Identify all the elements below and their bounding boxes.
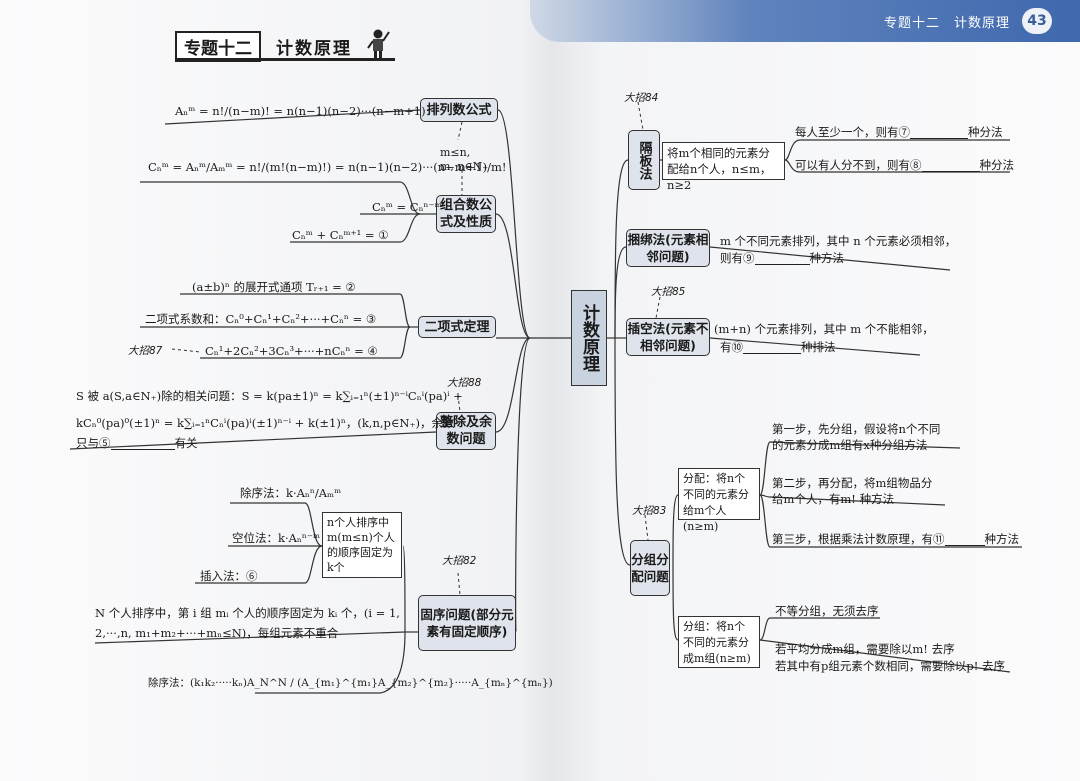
- comb-formula: Cₙᵐ = Aₙᵐ/Aₘᵐ = n!/(m!(n−m)!) = n(n−1)(n…: [148, 160, 507, 174]
- tag-85: 大招85: [651, 286, 686, 298]
- fixed-order-node: 固序问题(部分元素有固定顺序): [418, 595, 516, 651]
- perm-condition: m≤n,: [440, 146, 471, 159]
- center-node: 计数原理: [571, 290, 607, 386]
- perm-condition-2: m, n∈N₊: [440, 160, 489, 173]
- fixed-method-1: 除序法：k·Aₙⁿ/Aₘᵐ: [240, 486, 342, 500]
- bundle-line-1: m 个不同元素排列，其中 n 个元素必须相邻，: [720, 234, 957, 248]
- binom-coefficient-sum: 二项式系数和：Cₙ⁰+Cₙ¹+Cₙ²+···+Cₙⁿ = ③: [145, 312, 377, 326]
- bundle-line-2-pre: 则有⑨: [720, 251, 755, 265]
- header-underline: [175, 58, 395, 61]
- separator-case-a-pre: 每人至少一个，则有⑦: [795, 125, 910, 139]
- fixed-general-1: N 个人排序中，第 i 组 mᵢ 个人的顺序固定为 kᵢ 个，(i = 1,: [95, 606, 400, 620]
- comb-property-2: Cₙᵐ + Cₙᵐ⁺¹ = ①: [292, 228, 389, 242]
- comb-node: 组合数公式及性质: [436, 195, 496, 233]
- grouping-case-2: 若平均分成m组，需要除以m! 去序: [775, 642, 955, 656]
- fixed-order-box: n个人排序中 m(m≤n)个人的顺序固定为k个: [322, 512, 402, 578]
- fixed-method-2: 空位法：k·Aₙⁿ⁻ᵐ: [232, 531, 321, 545]
- fixed-method-3: 插入法：⑥: [200, 569, 258, 583]
- top-right-label: 专题十二 计数原理: [883, 16, 1010, 31]
- bundle-node: 捆绑法(元素相邻问题): [626, 229, 710, 267]
- tag-84: 大招84: [624, 92, 659, 104]
- remainder-line-3-a: 只与⑤: [76, 436, 111, 450]
- blank-9[interactable]: [754, 253, 810, 265]
- insertion-line-1: (m+n) 个元素排列，其中 m 个不能相邻，: [714, 322, 934, 336]
- insertion-line-2-post: 种排法: [801, 340, 836, 354]
- step-3: 第三步，根据乘法计数原理，有⑪ 种方法: [772, 532, 1019, 546]
- remainder-line-3: 只与⑤ 有关: [76, 436, 198, 450]
- remainder-line-2: kCₙ⁰(pa)⁰(±1)ⁿ = k∑ᵢ₌₁ⁿCₙⁱ(pa)ⁱ(±1)ⁿ⁻ⁱ +…: [76, 416, 455, 430]
- perm-formula: Aₙᵐ = n!/(n−m)! = n(n−1)(n−2)···(n−m+1): [175, 104, 426, 118]
- fixed-general-2: 2,···,n, m₁+m₂+···+mₙ≤N)，每组元素不重合: [95, 626, 339, 640]
- binom-weighted-sum: Cₙ¹+2Cₙ²+3Cₙ³+···+nCₙⁿ = ④: [205, 344, 378, 358]
- mascot-icon: [367, 29, 390, 60]
- tag-82: 大招82: [442, 555, 477, 567]
- separator-case-b-post: 种分法: [979, 158, 1015, 172]
- remainder-line-1: S 被 a(S,a∈N₊)除的相关问题：S = k(pa±1)ⁿ = k∑ᵢ₌₁…: [76, 389, 463, 403]
- separator-case-a-post: 种分法: [968, 125, 1003, 139]
- fixed-general-3: 除序法：(k₁k₂·····kₙ)A_N^N / (A_{m₁}^{m₁}A_{…: [148, 677, 553, 689]
- grouping-case-3: 若其中有p组元素个数相同，需要除以p! 去序: [775, 659, 1005, 673]
- tag-87: 大招87: [128, 345, 163, 357]
- bundle-line-2: 则有⑨ 种方法: [720, 251, 844, 265]
- remainder-line-3-b: 有关: [174, 436, 198, 450]
- separator-case-a: 每人至少一个，则有⑦ 种分法: [795, 125, 1003, 139]
- step-3-pre: 第三步，根据乘法计数原理，有⑪: [772, 532, 945, 546]
- blank-7[interactable]: [910, 127, 968, 139]
- insertion-line-2-pre: 有⑩: [720, 340, 743, 354]
- step-1-line-1: 第一步，先分组，假设将n个不同: [772, 422, 941, 436]
- tag-83: 大招83: [632, 505, 667, 517]
- allocation-box: 分配：将n个不同的元素分给m个人(n≥m): [678, 468, 760, 533]
- tag-88: 大招88: [447, 377, 482, 389]
- page-number: 43: [1022, 8, 1052, 34]
- blank-11[interactable]: [944, 534, 985, 546]
- perm-node: 排列数公式: [420, 98, 498, 122]
- comb-property-1: Cₙᵐ = Cₙⁿ⁻ᵐ: [372, 200, 442, 214]
- blank-5[interactable]: [110, 438, 175, 450]
- step-2-line-1: 第二步，再分配，将m组物品分: [772, 476, 933, 490]
- insertion-node: 插空法(元素不相邻问题): [626, 318, 710, 356]
- separator-box: 将m个相同的元素分配给n个人，n≤m，n≥2: [662, 142, 785, 192]
- step-2-line-2: 给m个人，有m! 种方法: [772, 492, 895, 506]
- insertion-line-2: 有⑩ 种排法: [720, 340, 836, 354]
- binom-general-term: (a±b)ⁿ 的展开式通项 Tᵣ₊₁ = ②: [192, 280, 356, 294]
- grouping-case-1: 不等分组，无须去序: [775, 604, 879, 618]
- step-1-line-2: 的元素分成m组有x种分组方法: [772, 438, 928, 452]
- blank-10[interactable]: [743, 342, 801, 354]
- separator-case-b-pre: 可以有人分不到，则有⑧: [795, 158, 922, 172]
- separator-node: 隔板法: [628, 130, 660, 190]
- grouping-node: 分组分配问题: [630, 540, 670, 596]
- topic-chip: 专题十二: [175, 31, 261, 62]
- step-3-post: 种方法: [984, 532, 1020, 546]
- binom-node: 二项式定理: [418, 316, 496, 338]
- separator-case-b: 可以有人分不到，则有⑧ 种分法: [795, 158, 1014, 172]
- top-banner: 专题十二 计数原理 43: [530, 0, 1080, 42]
- grouping-box: 分组：将n个不同的元素分成m组(n≥m): [678, 616, 760, 668]
- blank-8[interactable]: [921, 160, 980, 172]
- topic-title: 计数原理: [276, 39, 352, 59]
- remainder-node: 整除及余数问题: [436, 412, 496, 450]
- bundle-line-2-post: 种方法: [809, 251, 845, 265]
